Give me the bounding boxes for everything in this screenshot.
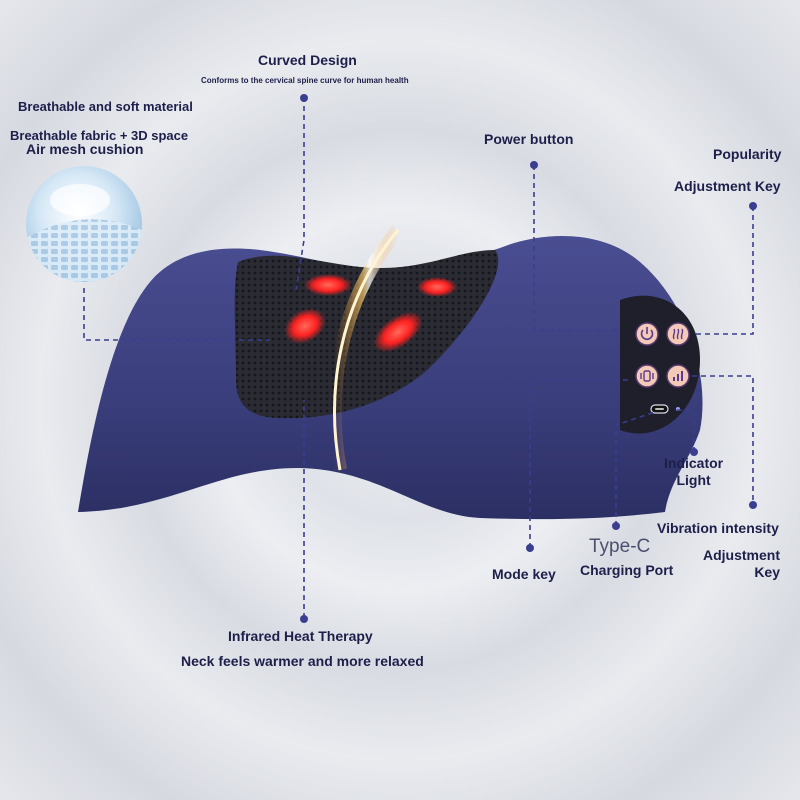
breathable-title: Breathable and soft material: [18, 99, 193, 114]
infrared-heat-subtitle: Neck feels warmer and more relaxed: [181, 653, 424, 669]
popularity-adjustment-button[interactable]: [666, 322, 690, 346]
type-c-label: Type-C: [589, 536, 651, 557]
breathable-fabric: Breathable fabric + 3D space: [10, 128, 189, 143]
vibration-adjustment-key-label: Adjustment Key: [703, 547, 780, 580]
usb-c-port[interactable]: [650, 404, 669, 414]
vibration-intensity-label: Vibration intensity: [657, 520, 779, 536]
mode-button[interactable]: [635, 364, 659, 388]
infrared-heat-title: Infrared Heat Therapy: [228, 628, 373, 644]
curved-design-subtitle: Conforms to the cervical spine curve for…: [201, 76, 409, 85]
usb-c-port-icon: [655, 408, 664, 410]
neck-pillow-body: [78, 225, 703, 520]
intensity-icon: [673, 371, 683, 381]
power-button-label: Power button: [484, 131, 574, 147]
vibration-intensity-button[interactable]: [666, 364, 690, 388]
power-icon: [640, 327, 654, 341]
mode-key-label: Mode key: [492, 566, 556, 582]
curved-design-title: Curved Design: [258, 52, 357, 68]
popularity-label: Popularity: [713, 146, 782, 162]
heat-spot: [304, 274, 352, 296]
leader-lines: [83, 94, 757, 623]
adjustment-key-label: Adjustment Key: [674, 178, 781, 194]
power-button[interactable]: [635, 322, 659, 346]
heat-icon: [672, 328, 684, 340]
vibration-icon: [640, 370, 654, 382]
heat-spot: [373, 311, 423, 353]
heat-spot: [417, 277, 457, 297]
heat-spot: [284, 308, 326, 344]
air-mesh-sphere: [26, 166, 142, 282]
air-mesh-cushion: Air mesh cushion: [26, 141, 144, 157]
charging-port-label: Charging Port: [580, 562, 674, 578]
indicator-light-label: Indicator Light: [664, 455, 724, 488]
